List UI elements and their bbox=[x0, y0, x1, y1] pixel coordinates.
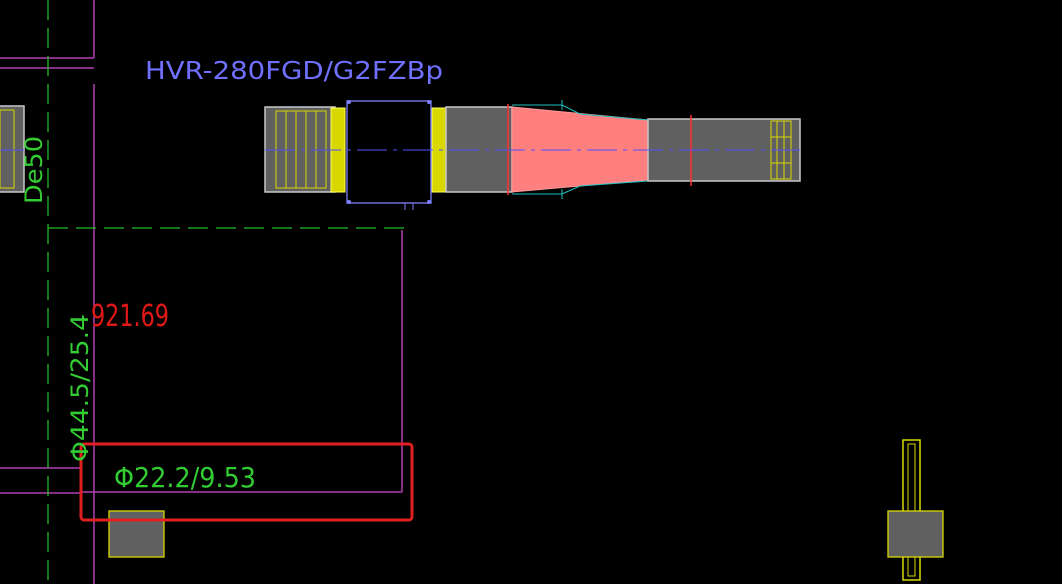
highlight-box bbox=[79, 442, 414, 522]
wall-lines bbox=[0, 0, 403, 584]
pipe-spec-highlighted-label[interactable]: Φ22.2/9.53 bbox=[114, 461, 256, 494]
model-label[interactable]: HVR-280FGD/G2FZBp bbox=[145, 56, 443, 85]
pipe-size-vertical-label[interactable]: De50 bbox=[20, 136, 48, 204]
pipe-spec-vertical-label[interactable]: Φ44.5/25.4 bbox=[66, 314, 94, 462]
left-partial-unit[interactable] bbox=[0, 105, 25, 193]
fan-coil-icon[interactable] bbox=[108, 510, 165, 558]
duct-unit-icon[interactable] bbox=[264, 100, 801, 210]
elevation-label[interactable]: 921.69 bbox=[91, 299, 169, 334]
pipe-riser-icon[interactable] bbox=[887, 439, 944, 581]
green-dashed-pipes bbox=[47, 0, 410, 584]
